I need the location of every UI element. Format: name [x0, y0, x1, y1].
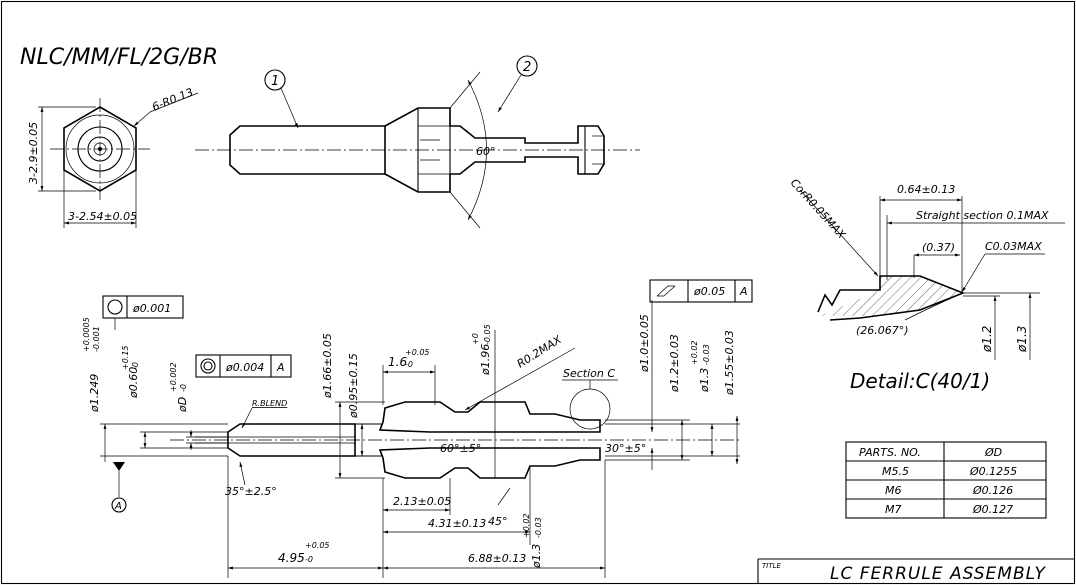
- table-cell: Ø0.126: [972, 484, 1013, 497]
- section-view: A ø0.001 ø0.004 A ø0.05 A ø1.249 +0.0005…: [82, 279, 753, 578]
- dim-across-corners: 3-2.9±0.05: [27, 122, 40, 184]
- table-header-part: PARTS. NO.: [859, 446, 921, 459]
- assembly-view: 60° 1 2: [195, 55, 640, 229]
- detail-corner: CorR0.05MAX: [788, 176, 849, 241]
- fcf-left: [102, 295, 184, 319]
- fcf-mid: [195, 354, 292, 378]
- angle-inner: 60°±5°: [440, 442, 481, 455]
- balloon-2-label: 2: [523, 60, 531, 75]
- title-block: TITLE LC FERRULE ASSEMBLY: [757, 558, 1074, 584]
- dim-d196: ø1.96: [479, 344, 492, 376]
- datum-circle: [111, 497, 127, 513]
- dim-d1249-tol-lower: -0.001: [92, 326, 101, 352]
- section-c-label: Section C: [563, 367, 615, 380]
- dim-d166: ø1.66±0.05: [321, 333, 334, 399]
- dim-d10: ø1.0±0.05: [638, 314, 651, 373]
- fcf-right-datum: A: [739, 285, 748, 298]
- balloon-1-label: 1: [271, 74, 279, 89]
- dim-l495: 4.95: [278, 551, 305, 565]
- detail-angle: (26.067°): [856, 324, 909, 337]
- dim-l16: 1.6: [388, 355, 407, 369]
- detail-ref-length: (0.37): [922, 241, 955, 254]
- dim-d13: ø1.3: [698, 368, 711, 393]
- assembly-angle: 60°: [476, 145, 496, 158]
- dim-d1249-tol-upper: +0.0005: [82, 317, 91, 352]
- flange-outline: [384, 107, 605, 193]
- angle-tip: 30°±5°: [605, 442, 646, 455]
- dim-d13-bottom: ø1.3: [530, 544, 543, 569]
- dim-l16-tol-lower: -0: [405, 360, 413, 369]
- table-cell: M5.5: [882, 465, 909, 478]
- dim-d12: ø1.2±0.03: [668, 334, 681, 393]
- drawing-title: NLC/MM/FL/2G/BR: [20, 45, 218, 70]
- dim-d060: ø0.60: [127, 367, 140, 399]
- dim-d13-bottom-tol-upper: +0.02: [522, 513, 531, 538]
- dim-d196-tol-upper: +0: [471, 333, 480, 345]
- dim-l213: 2.13±0.05: [393, 495, 451, 508]
- dim-d13-tol-upper: +0.02: [690, 340, 699, 365]
- dim-d060-tol-lower: -0: [131, 362, 140, 370]
- dim-corner-radius: 6-R0.13: [150, 86, 195, 114]
- dim-across-flats: 3-2.54±0.05: [68, 210, 137, 223]
- parts-table: PARTS. NO. ØD M5.5 Ø0.1255 M6 Ø0.126 M7 …: [845, 441, 1047, 519]
- fcf-right: [649, 279, 753, 303]
- section-body-top: [378, 401, 601, 433]
- dim-d13-bottom-tol-lower: -0.03: [534, 517, 543, 538]
- balloon-1: [264, 69, 286, 91]
- detail-straight-section: Straight section 0.1MAX: [916, 209, 1049, 222]
- dim-l688: 6.88±0.13: [468, 552, 526, 565]
- dim-dD-tol-lower: -0: [179, 384, 188, 392]
- detail-dia-large: ø1.3: [1015, 326, 1029, 353]
- detail-c: 0.64±0.13 Straight section 0.1MAX (0.37)…: [788, 176, 1065, 393]
- dim-d1249: ø1.249: [88, 374, 101, 413]
- datum-label: A: [114, 501, 122, 512]
- section-c-circle: [569, 388, 611, 430]
- detail-length: 0.64±0.13: [897, 183, 955, 196]
- datum-triangle: [113, 462, 125, 471]
- fcf-left-value: ø0.001: [132, 302, 171, 315]
- table-cell: M7: [885, 503, 902, 516]
- section-body-bottom: [378, 447, 601, 479]
- table-cell: Ø0.127: [972, 503, 1013, 516]
- balloon-2: [516, 55, 538, 77]
- end-view: 3-2.9±0.05 3-2.54±0.05 6-R0.13: [27, 86, 199, 228]
- angle-45: 45°: [488, 515, 508, 528]
- table-cell: Ø0.1255: [969, 465, 1017, 478]
- blend-label: R.BLEND: [252, 399, 287, 408]
- table-cell: M6: [885, 484, 902, 497]
- dim-d13-tol-lower: -0.03: [702, 344, 711, 365]
- detail-chamfer: C0.03MAX: [985, 240, 1042, 253]
- dim-l495-tol-lower: -0: [305, 555, 313, 564]
- dim-dD: øD: [176, 397, 189, 413]
- dim-l16-tol-upper: +0.05: [405, 348, 430, 357]
- svg-text:ø1.249: ø1.249: [88, 374, 101, 413]
- fcf-mid-value: ø0.004: [225, 361, 264, 374]
- detail-caption: Detail:C(40/1): [850, 369, 990, 393]
- dim-d060-tol-upper: +0.15: [121, 345, 130, 370]
- dim-radius: R0.2MAX: [515, 333, 564, 371]
- angle-chamfer: 35°±2.5°: [225, 485, 277, 498]
- dim-d155: ø1.55±0.03: [723, 330, 736, 396]
- dim-d095: ø0.95±0.15: [347, 353, 360, 419]
- dim-dD-tol-upper: +0.002: [169, 362, 178, 392]
- title-block-name: LC FERRULE ASSEMBLY: [830, 564, 1046, 584]
- fcf-mid-datum: A: [276, 361, 285, 374]
- detail-dia-small: ø1.2: [980, 326, 994, 353]
- dim-l495-tol-upper: +0.05: [305, 541, 330, 550]
- dim-l431: 4.31±0.13: [428, 517, 486, 530]
- table-header-d: ØD: [984, 446, 1002, 459]
- title-block-label: TITLE: [762, 562, 782, 570]
- fcf-right-value: ø0.05: [693, 285, 725, 298]
- dim-d196-tol-lower: -0.05: [483, 324, 492, 345]
